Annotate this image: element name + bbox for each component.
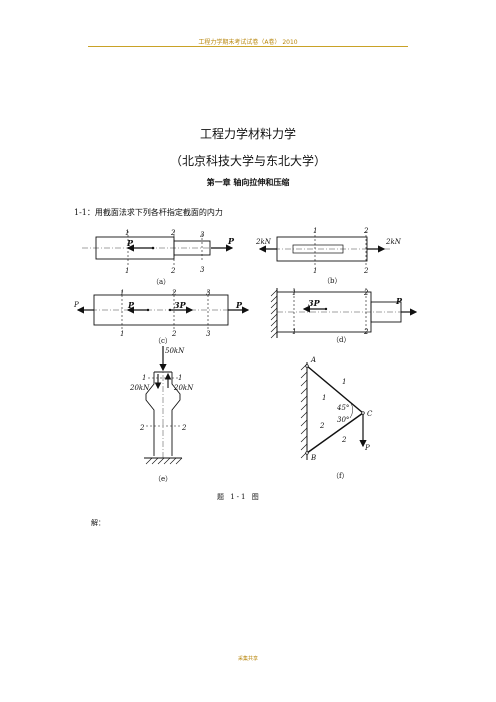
problem-statement: 1-1：用截面法求下列各杆指定截面的内力 (74, 208, 223, 217)
answer-label: 解： (91, 519, 105, 527)
subfig-label-e: （e） (154, 475, 172, 483)
angle-label-45: 45° (336, 404, 349, 412)
angle-label-30: 30° (337, 416, 349, 424)
load-label-e-right: 20kN (173, 384, 194, 392)
subfig-label-f: （f） (332, 472, 349, 480)
section-label-b-2b: 2 (363, 267, 369, 275)
section-label-a-2b: 2 (170, 267, 176, 275)
section-label-d-2: 2 (363, 289, 369, 297)
load-label-a-left: P (126, 238, 134, 248)
subfig-e: 50kN 20kN 20kN 1 1 2 2 （e） (129, 346, 194, 483)
figure-caption: 题 1-1 图 (217, 493, 261, 501)
subfig-b: 1 1 2 2 2kN 2kN （b） (255, 227, 402, 285)
member-label-f-2b: 2 (341, 436, 347, 444)
header-divider (88, 46, 408, 47)
section-label-d-1b: 1 (292, 328, 296, 336)
subfig-a: 1 1 2 2 3 3 P P （a） (82, 229, 235, 286)
problem-figure: 1 1 2 2 3 3 P P （a） 1 1 2 2 2kN 2kN （b） (73, 227, 418, 501)
load-label-b-left: 2kN (255, 238, 272, 246)
page-footer: 采集共享 (237, 656, 258, 662)
chapter-heading: 第一章 轴向拉伸和压缩 (206, 177, 290, 187)
load-label-a-right: P (227, 236, 235, 246)
section-label-d-1: 1 (292, 289, 296, 297)
document-subtitle: （北京科技大学与东北大学） (169, 154, 326, 168)
point-label-b: B (310, 454, 316, 462)
point-label-c: C (367, 410, 373, 418)
section-label-e-2b: 2 (181, 424, 187, 432)
section-label-b-1b: 1 (313, 267, 317, 275)
section-label-a-3b: 3 (200, 266, 205, 274)
section-label-c-1b: 1 (120, 330, 124, 338)
load-label-f: P (364, 444, 370, 452)
load-label-e-left: 20kN (129, 384, 150, 392)
load-label-c-right: P (235, 300, 243, 310)
section-label-e-1b: 1 (178, 374, 182, 382)
subfig-label-b: （b） (323, 277, 341, 285)
section-label-b-2: 2 (363, 227, 369, 235)
section-label-b-1: 1 (313, 227, 317, 235)
section-label-c-3b: 3 (206, 330, 211, 338)
section-label-a-2: 2 (170, 229, 176, 237)
load-label-c-left: P (73, 301, 79, 309)
section-label-a-3: 3 (200, 231, 205, 239)
section-label-c-2b: 2 (171, 330, 177, 338)
section-label-e-1: 1 (142, 374, 146, 382)
point-label-a: A (310, 356, 316, 364)
load-label-c-mid1: P (127, 300, 135, 310)
subfig-c: 1 1 2 2 3 3 P P 3P P （c） (73, 289, 250, 345)
section-label-c-2: 2 (171, 289, 177, 297)
load-label-c-mid2: 3P (174, 300, 187, 310)
section-label-c-1: 1 (120, 289, 124, 297)
member-label-f-1b: 1 (322, 394, 326, 402)
load-label-b-right: 2kN (385, 238, 402, 246)
section-label-a-1b: 1 (125, 267, 129, 275)
section-label-c-3: 3 (206, 289, 211, 297)
subfig-f: A B C 45° 30° P 1 1 2 2 （f） (300, 356, 373, 480)
load-label-d-mid: 3P (308, 298, 321, 308)
page-header: 工程力学期末考试试卷（A卷） 2010 (198, 39, 298, 46)
document-title: 工程力学材料力学 (199, 127, 296, 141)
subfig-label-d: （d） (332, 336, 350, 344)
subfig-label-a: （a） (152, 278, 170, 286)
load-label-e-top: 50kN (165, 347, 185, 355)
section-label-a-1: 1 (125, 229, 129, 237)
member-label-f-2a: 2 (319, 422, 325, 430)
section-label-e-2: 2 (139, 424, 145, 432)
subfig-label-c: （c） (154, 337, 172, 345)
subfig-d: 1 1 2 2 3P P （d） (270, 288, 418, 344)
member-label-f-1a: 1 (342, 378, 346, 386)
load-label-d-right: P (395, 296, 403, 306)
section-label-d-2b: 2 (363, 328, 369, 336)
